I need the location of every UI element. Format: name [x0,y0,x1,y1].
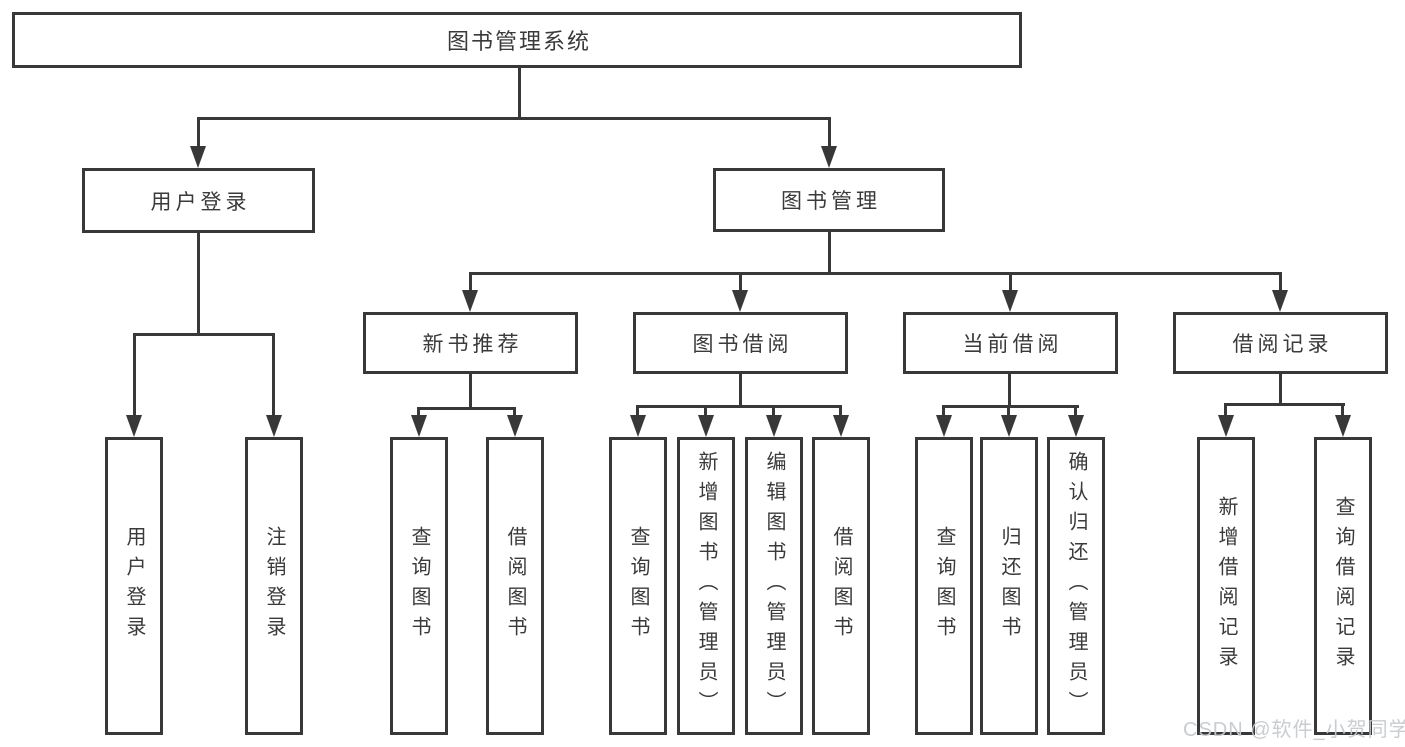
node-book-management-label: 图书管理 [781,190,881,213]
leaf-query-borrow-record: 查询借阅记录 [1314,437,1372,735]
arrow-down-icon [1001,415,1017,437]
leaf-logout: 注销登录 [245,437,303,735]
connector-stem [1074,405,1077,417]
arrow-down-icon [732,290,748,312]
node-new-book-recommend: 新书推荐 [363,312,578,374]
arrow-down-icon [266,415,282,437]
node-current-borrow-label: 当前借阅 [962,333,1063,356]
leaf-add-books-admin: 新增图书（管理员） [677,437,735,735]
connector-stem-user-login [197,117,200,155]
arrow-down-icon [936,415,952,437]
connector-stem [1007,405,1010,417]
leaf-edit-books-admin: 编辑图书（管理员） [745,437,803,735]
arrow-down-icon [698,415,714,437]
leaf-borrow-books-recommend-label: 借阅图书 [504,526,526,646]
arrow-down-icon [462,290,478,312]
connector-stem [1341,403,1344,417]
arrow-down-icon [126,415,142,437]
connector-new-book-bar [417,407,516,410]
leaf-return-books: 归还图书 [980,437,1038,735]
leaf-query-borrow-record-label: 查询借阅记录 [1332,496,1354,676]
arrow-down-icon [1068,415,1084,437]
connector-borrow-records-bar [1224,403,1345,406]
connector-stem [942,405,945,417]
leaf-edit-books-admin-label: 编辑图书（管理员） [763,451,785,721]
leaf-add-borrow-record: 新增借阅记录 [1197,437,1255,735]
arrow-down-icon [190,146,206,168]
leaf-query-books-current-label: 查询图书 [933,526,955,646]
leaf-user-login-label: 用户登录 [123,526,145,646]
connector-stem-login-leaf [133,333,136,417]
node-book-borrow: 图书借阅 [633,312,848,374]
connector-user-login-bar [133,333,275,336]
arrow-down-icon [766,415,782,437]
leaf-query-books-borrow: 查询图书 [609,437,667,735]
connector-stem-current-borrow [1009,272,1012,292]
connector-current-borrow-bar [942,405,1079,408]
connector-stem-book-borrow [739,272,742,292]
leaf-user-login: 用户登录 [105,437,163,735]
arrow-down-icon [833,415,849,437]
leaf-borrow-books: 借阅图书 [812,437,870,735]
leaf-confirm-return-admin: 确认归还（管理员） [1047,437,1105,735]
leaf-return-books-label: 归还图书 [998,526,1020,646]
connector-stem-logout-leaf [272,333,275,417]
connector-stem [772,405,775,417]
connector-borrow-records-trunk [1279,374,1282,405]
connector-stem-book-management [828,117,831,155]
connector-book-borrow-trunk [739,374,742,407]
leaf-query-books-recommend: 查询图书 [390,437,448,735]
leaf-confirm-return-admin-label: 确认归还（管理员） [1065,451,1087,721]
connector-book-management-trunk [828,232,831,274]
node-new-book-recommend-label: 新书推荐 [422,333,523,356]
arrow-down-icon [1335,415,1351,437]
connector-stem [839,405,842,417]
node-current-borrow: 当前借阅 [903,312,1118,374]
node-book-borrow-label: 图书借阅 [692,333,793,356]
arrow-down-icon [1218,415,1234,437]
connector-book-management-bar [469,272,1282,275]
connector-stem [636,405,639,417]
connector-stem-borrow-records [1279,272,1282,292]
node-user-login-label: 用户登录 [150,190,251,214]
connector-new-book-trunk [469,374,472,409]
node-borrow-records: 借阅记录 [1173,312,1388,374]
leaf-logout-label: 注销登录 [263,526,285,646]
leaf-add-borrow-record-label: 新增借阅记录 [1215,496,1237,676]
leaf-borrow-books-recommend: 借阅图书 [486,437,544,735]
connector-stem [1224,403,1227,417]
connector-user-login-trunk [197,233,200,335]
connector-current-borrow-trunk [1008,374,1011,407]
node-book-management: 图书管理 [713,168,945,232]
node-library-system: 图书管理系统 [12,12,1022,68]
arrow-down-icon [1272,290,1288,312]
leaf-query-books-recommend-label: 查询图书 [408,526,430,646]
connector-stem [513,407,516,417]
connector-stem [417,407,420,417]
leaf-query-books-borrow-label: 查询图书 [627,526,649,646]
connector-stem [704,405,707,417]
connector-book-borrow-bar [636,405,842,408]
leaf-borrow-books-label: 借阅图书 [830,526,852,646]
arrow-down-icon [821,146,837,168]
watermark: CSDN @软件_小贺同学 [1183,719,1405,741]
leaf-query-books-current: 查询图书 [915,437,973,735]
connector-root-trunk [518,68,521,117]
leaf-add-books-admin-label: 新增图书（管理员） [695,451,717,721]
connector-root-bar [197,117,831,120]
node-user-login: 用户登录 [82,168,315,233]
node-borrow-records-label: 借阅记录 [1232,333,1333,356]
connector-stem-new-book [469,272,472,292]
node-library-system-label: 图书管理系统 [446,29,591,54]
arrow-down-icon [630,415,646,437]
arrow-down-icon [1002,290,1018,312]
arrow-down-icon [507,415,523,437]
arrow-down-icon [411,415,427,437]
